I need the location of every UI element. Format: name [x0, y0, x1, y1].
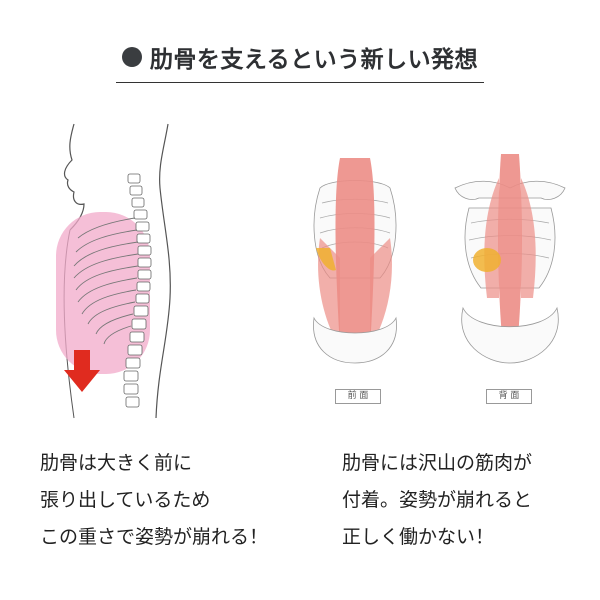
fat-layer	[316, 248, 336, 271]
front-label: 前 面	[335, 389, 381, 404]
back-outline	[155, 123, 171, 419]
right-caption-line-2: 付着。姿勢が崩れると	[342, 489, 533, 511]
back-muscle-illustration	[454, 154, 566, 364]
down-arrow-icon	[64, 350, 100, 392]
spine	[123, 173, 152, 408]
right-caption-line-1: 肋骨には沢山の筋肉が	[342, 452, 533, 474]
back-muscle-spinal	[498, 154, 522, 348]
side-skeleton-illustration	[56, 123, 171, 419]
left-caption-line-3: この重さで姿勢が崩れる！	[40, 526, 269, 548]
page-heading: 肋骨を支えるという新しい発想	[0, 40, 600, 83]
front-muscle	[335, 158, 375, 348]
right-caption: 肋骨には沢山の筋肉が 付着。姿勢が崩れると 正しく働かない！	[342, 445, 532, 556]
ribs	[73, 217, 139, 345]
bullet-icon	[121, 47, 142, 67]
rib-highlight	[56, 212, 150, 374]
left-caption-line-2: 張り出しているため	[40, 489, 211, 511]
heading-underline: 肋骨を支えるという新しい発想	[115, 40, 485, 83]
fat-layer-back	[473, 248, 501, 272]
pelvis	[313, 316, 397, 364]
back-label: 背 面	[486, 389, 532, 404]
body-outline	[63, 123, 85, 231]
heading-title: 肋骨を支えるという新しい発想	[149, 47, 479, 73]
left-caption: 肋骨は大きく前に 張り出しているため この重さで姿勢が崩れる！	[40, 445, 268, 556]
right-caption-line-3: 正しく働かない！	[342, 526, 495, 548]
front-muscle-illustration	[313, 158, 397, 364]
left-caption-line-1: 肋骨は大きく前に	[40, 452, 193, 474]
back-muscle-right	[521, 178, 536, 298]
oblique-muscle-right	[370, 238, 392, 348]
pelvis-back	[461, 306, 559, 364]
